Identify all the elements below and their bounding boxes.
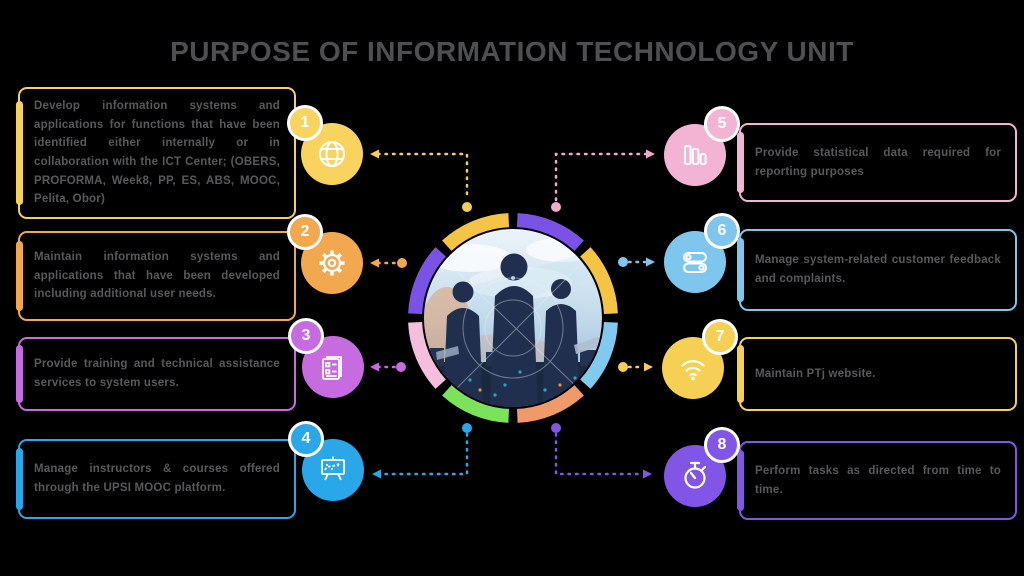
center-image (424, 229, 602, 407)
connector-lines (370, 149, 655, 479)
ring-segment-blue-right (580, 321, 618, 389)
purpose-text-4: Manage instructors & courses offered thr… (34, 463, 280, 494)
ring-segment-yellow-top (442, 213, 510, 251)
arrowhead-5 (646, 149, 655, 159)
step-badge-4: 4 (288, 421, 324, 457)
purpose-text-7: Maintain PTj website. (755, 367, 876, 380)
arrowhead-8 (643, 469, 652, 479)
bar-chart-icon (684, 145, 707, 165)
presentation-chart-icon (321, 456, 345, 481)
step-badge-8: 8 (704, 427, 740, 463)
dot-5 (551, 202, 561, 212)
arrowhead-4 (372, 469, 381, 479)
purpose-box-8: Perform tasks as directed from time to t… (736, 441, 1017, 520)
purpose-text-5: Provide statistical data required for re… (755, 146, 1001, 178)
purpose-text-3: Provide training and technical assistanc… (34, 358, 280, 389)
wifi-icon (681, 360, 705, 381)
purpose-box-6: Manage system-related customer feedback … (736, 229, 1017, 311)
arrowhead-6 (646, 257, 655, 267)
connector-1 (376, 152, 469, 202)
accent-bar-6 (736, 238, 744, 302)
icon-circle-6: 6 (664, 213, 740, 293)
toggle-switches-icon (683, 252, 707, 273)
purpose-text-1: Develop information systems and applicat… (34, 100, 280, 206)
dot-2 (397, 258, 407, 268)
arrowhead-7 (644, 362, 653, 372)
purpose-text-8: Perform tasks as directed from time to t… (755, 464, 1001, 496)
dot-7 (618, 362, 628, 372)
ring-segment-purple-top (516, 213, 584, 251)
ring-segment-pink-left (408, 321, 446, 389)
step-badge-2: 2 (287, 214, 323, 250)
icon-circle-5: 5 (664, 106, 740, 186)
dot-6 (618, 257, 628, 267)
purpose-box-4: Manage instructors & courses offered thr… (15, 439, 296, 519)
globe-icon (319, 141, 345, 167)
dot-8 (551, 423, 561, 433)
dot-3 (396, 362, 406, 372)
connector-5 (554, 152, 648, 202)
dot-1 (462, 202, 472, 212)
step-badge-1: 1 (287, 105, 323, 141)
accent-bar-2 (15, 240, 23, 312)
icon-circle-3: 3 (288, 318, 364, 398)
icon-circle-2: 2 (287, 214, 363, 294)
purpose-box-7: Maintain PTj website. (736, 337, 1017, 411)
accent-bar-7 (736, 345, 744, 403)
purpose-text-2: Maintain information systems and applica… (34, 251, 280, 301)
stopwatch-icon (684, 461, 707, 489)
segmented-ring (408, 213, 618, 423)
ring-segment-green-bottom (442, 385, 510, 423)
gear-icon (319, 250, 345, 276)
purpose-box-1: Develop information systems and applicat… (15, 87, 296, 219)
step-badge-6: 6 (704, 213, 740, 249)
icon-circle-1: 1 (287, 105, 363, 185)
ring-segment-purple-left (408, 247, 446, 315)
purpose-box-2: Maintain information systems and applica… (15, 231, 296, 321)
step-badge-5: 5 (704, 106, 740, 142)
icon-circle-4: 4 (288, 421, 364, 501)
accent-bar-1 (15, 100, 23, 206)
icon-circle-7: 7 (662, 319, 738, 399)
purpose-box-3: Provide training and technical assistanc… (15, 337, 296, 411)
arrowhead-2 (370, 258, 379, 268)
accent-bar-4 (15, 447, 23, 511)
accent-bar-8 (736, 449, 744, 512)
page-title: PURPOSE OF INFORMATION TECHNOLOGY UNIT (170, 36, 854, 67)
purpose-text-6: Manage system-related customer feedback … (755, 254, 1001, 285)
step-badge-7: 7 (702, 319, 738, 355)
documents-checklist-icon (322, 356, 342, 380)
dot-4 (462, 423, 472, 433)
connector-4 (379, 432, 469, 476)
accent-bar-3 (15, 345, 23, 403)
connector-8 (554, 432, 645, 476)
arrowhead-1 (370, 149, 379, 159)
icon-circle-8: 8 (664, 427, 740, 507)
step-badge-3: 3 (288, 318, 324, 354)
accent-bar-5 (736, 131, 744, 194)
arrowhead-3 (370, 362, 379, 372)
purpose-box-5: Provide statistical data required for re… (736, 123, 1017, 202)
ring-segment-yellow-right (580, 247, 618, 315)
ring-segment-orange-bottom (516, 385, 584, 423)
